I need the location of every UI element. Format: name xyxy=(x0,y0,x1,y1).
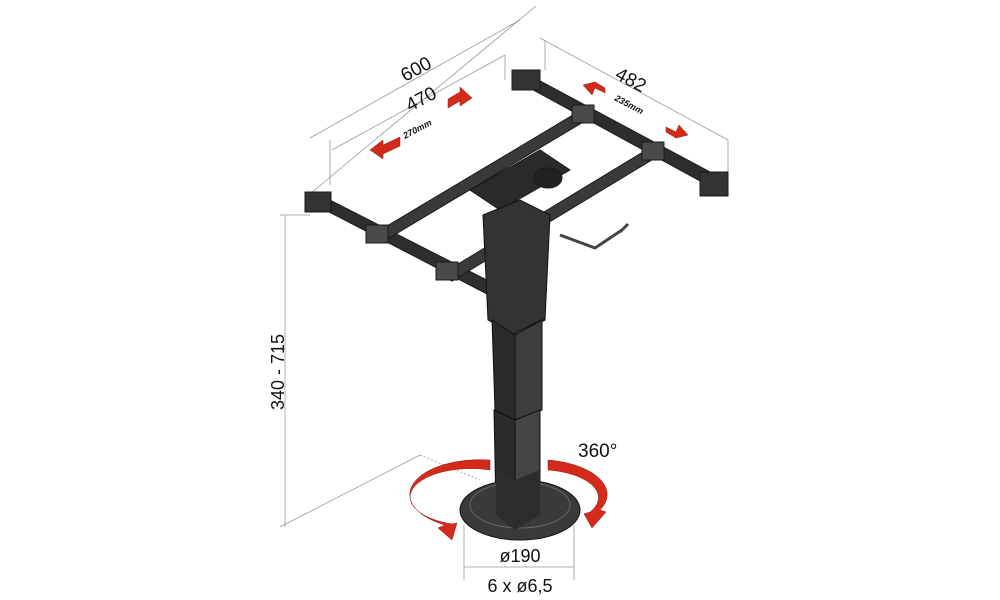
base-diameter-label: ø190 xyxy=(499,546,540,566)
crank-handle-icon xyxy=(559,222,630,250)
width-travel-label: 270mm xyxy=(400,117,433,141)
rotation-arrow-left xyxy=(409,459,491,541)
adjustment-arrows xyxy=(369,81,689,541)
rotation-arrow-right xyxy=(547,459,608,529)
overall-width-label: 600 xyxy=(397,53,435,86)
inner-width-label: 470 xyxy=(402,83,440,116)
rotation-label: 360° xyxy=(578,441,617,462)
mounting-holes-label: 6 x ø6,5 xyxy=(487,576,552,596)
height-range-label: 340 - 715 xyxy=(268,334,288,410)
base-plate xyxy=(459,470,581,541)
